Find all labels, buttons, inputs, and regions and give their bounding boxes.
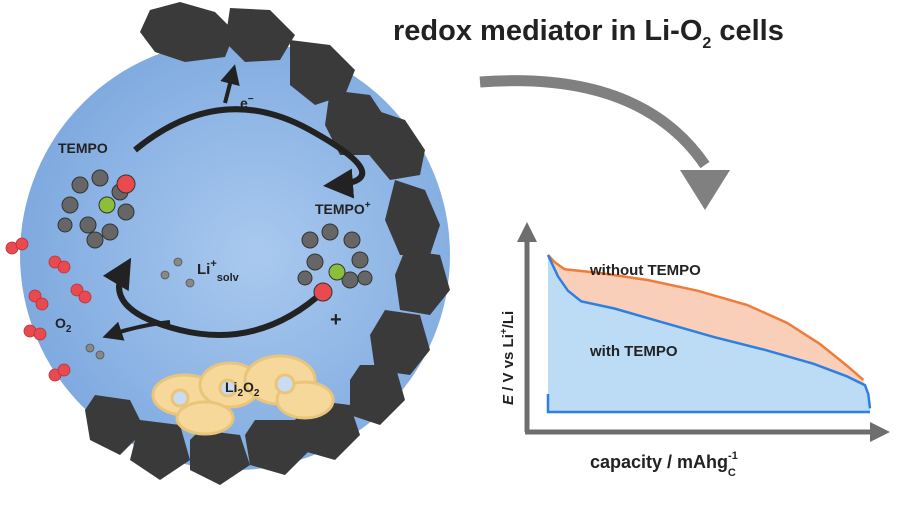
carbon-atom (351, 251, 369, 269)
nitrogen-atom (328, 263, 346, 281)
series-baseline-with (546, 394, 870, 414)
series-fill-without (548, 255, 870, 409)
carbon-particle (290, 40, 355, 105)
series-fill-with (548, 255, 870, 412)
carbon-particle (245, 420, 310, 475)
li-ions (85, 257, 195, 360)
tempo-plus-label: TEMPO+ (315, 200, 371, 217)
carbon-particle (130, 420, 190, 480)
electron-label: e− (240, 94, 254, 111)
tempo-plus-molecule (297, 223, 373, 302)
carbon-atom (301, 231, 319, 249)
o2-atom (28, 289, 42, 303)
nitrogen-atom (98, 196, 116, 214)
carbon-particle (370, 310, 430, 375)
series-line-without (547, 254, 865, 381)
carbon-atom (57, 217, 73, 233)
carbon-particle (350, 365, 405, 425)
li2o2-toroid (175, 400, 235, 436)
y-axis-label: E / V vs Li+/Li (499, 311, 517, 405)
o2-atom (78, 290, 92, 304)
carbon-particle (225, 8, 295, 62)
carbon-atom (297, 270, 313, 286)
chart: without TEMPO with TEMPO capacity / mAhg… (499, 222, 890, 479)
li2o2-label: Li2O2 (225, 379, 260, 399)
carbon-particle (190, 430, 250, 485)
carbon-atom (91, 169, 109, 187)
carbon-atom (61, 196, 79, 214)
o2-molecules (5, 237, 92, 382)
li-ion (185, 278, 195, 288)
link-arrow-head (680, 170, 730, 210)
o2-atom (70, 283, 84, 297)
oxygen-atom (313, 282, 333, 302)
li-solv-label: Li+solv (197, 258, 240, 284)
series-label-without: without TEMPO (589, 262, 701, 279)
series-label-with: with TEMPO (589, 343, 678, 360)
o2-atom (33, 327, 47, 341)
carbon-atom (306, 253, 324, 271)
li-ion (173, 257, 183, 267)
carbon-atom (71, 176, 89, 194)
link-arrow (479, 75, 710, 169)
tempo-molecule (57, 169, 136, 249)
carbon-particle (395, 250, 450, 315)
carbon-atom (79, 216, 97, 234)
li2o2-hole (170, 388, 190, 408)
li2o2-hole (218, 378, 238, 398)
o2-arrow (102, 320, 171, 341)
carbon-atom (117, 203, 135, 221)
carbon-atom (101, 223, 119, 241)
li2o2-deposit (151, 354, 335, 436)
li-ion (95, 350, 105, 360)
electron-arrow (220, 64, 240, 104)
o2-atom (15, 237, 29, 251)
li-ion (85, 343, 95, 353)
carbon-particle (385, 180, 440, 255)
o2-atom (57, 363, 71, 377)
carbon-cathode (85, 2, 450, 485)
carbon-particle (85, 395, 145, 455)
o2-label: O2 (55, 315, 72, 335)
o2-atom (35, 297, 49, 311)
carbon-particle (140, 2, 235, 62)
diagram-title: redox mediator in Li-O2 cells (393, 15, 784, 52)
oxygen-atom (116, 174, 136, 194)
o2-atom (57, 260, 71, 274)
series-line-with (546, 254, 872, 409)
cycle-arrow-top (133, 106, 366, 199)
li2o2-hole (274, 373, 296, 395)
cycle-arrow-bottom (102, 257, 328, 338)
plus-sign: + (330, 309, 342, 331)
carbon-atom (86, 231, 104, 249)
tempo-label: TEMPO (58, 140, 108, 156)
carbon-atom (357, 270, 373, 286)
carbon-atom (343, 231, 361, 249)
li-ion (160, 270, 170, 280)
carbon-atom (321, 223, 339, 241)
carbon-particle (365, 110, 425, 180)
